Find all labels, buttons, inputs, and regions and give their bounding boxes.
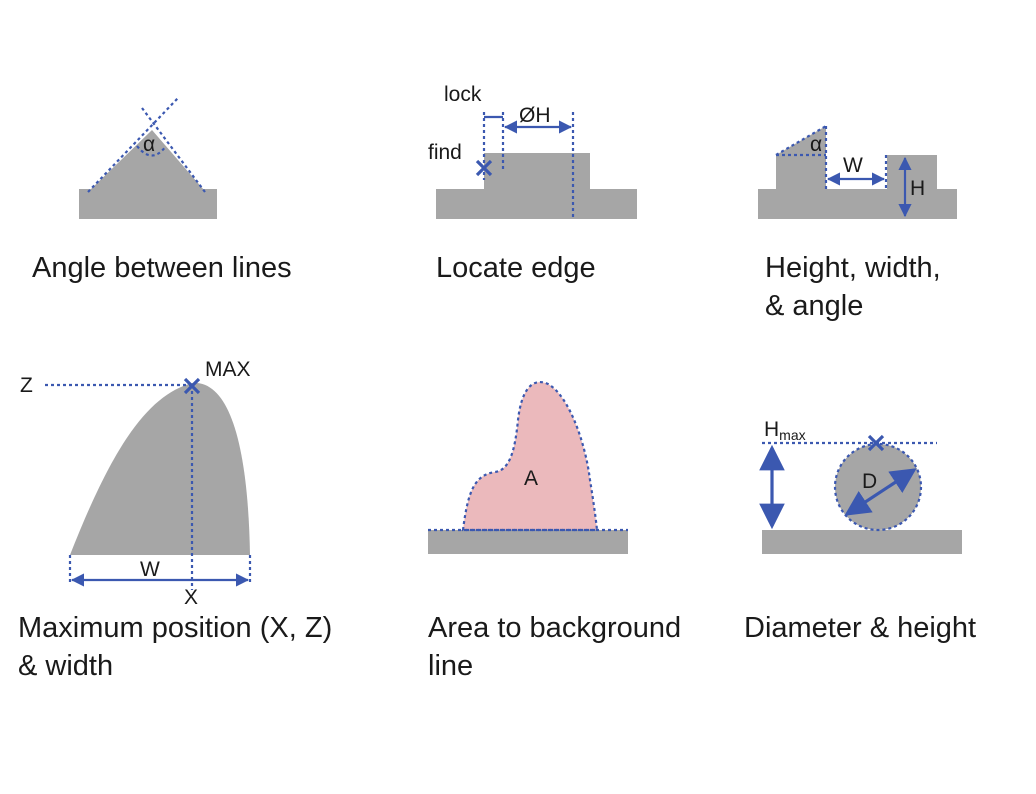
- find-cross-icon: [475, 159, 493, 177]
- panel-angle: α Angle between lines: [32, 97, 292, 284]
- h-sub: max: [779, 427, 805, 443]
- panel-hwa: α W H Height, width, & angle: [758, 125, 957, 322]
- diameter-label: ØH: [519, 104, 551, 127]
- caption-diam: Diameter & height: [744, 612, 976, 644]
- base-block: [79, 189, 217, 219]
- h-main: H: [764, 418, 779, 441]
- w-label: W: [140, 558, 160, 581]
- caption-angle: Angle between lines: [32, 252, 292, 284]
- angled-step: [776, 126, 826, 190]
- max-label: MAX: [205, 358, 251, 381]
- panel-edge: lock find ØH Locate edge: [428, 83, 637, 284]
- lock-label: lock: [444, 83, 482, 106]
- right-step: [887, 155, 937, 190]
- left-line: [87, 97, 179, 193]
- caption-area-2: line: [428, 650, 473, 682]
- caption-hwa-1: Height, width,: [765, 252, 941, 284]
- angle-slope: [775, 125, 827, 156]
- caption-area-1: Area to background: [428, 612, 681, 644]
- circle-outline: [833, 442, 923, 532]
- h-label: H: [910, 177, 925, 200]
- x-label: X: [184, 586, 198, 609]
- top-cross-icon: [867, 434, 885, 452]
- find-label: find: [428, 141, 462, 164]
- panel-area: A Area to background line: [428, 380, 681, 682]
- area-shape: [461, 380, 599, 532]
- triangle-shape: [90, 130, 204, 190]
- base-block: [762, 530, 962, 554]
- z-label: Z: [20, 374, 33, 397]
- base-block: [436, 189, 637, 219]
- base-block: [758, 189, 957, 219]
- h-label: Hmax: [764, 418, 806, 443]
- diameter-dim: [844, 468, 917, 516]
- angle-arc: [136, 145, 167, 157]
- caption-hwa-2: & angle: [765, 290, 863, 322]
- base-block: [428, 530, 628, 554]
- panel-diam: Hmax D Diameter & height: [744, 418, 976, 644]
- caption-edge: Locate edge: [436, 252, 596, 284]
- d-label: D: [862, 470, 877, 493]
- max-cross-icon: [183, 377, 201, 395]
- a-label: A: [524, 467, 538, 490]
- w-label: W: [843, 154, 863, 177]
- panel-maxpos: MAX Z W X Maximum position (X, Z) & widt…: [18, 358, 332, 682]
- alpha-label: α: [810, 133, 822, 156]
- peak-shape: [70, 382, 250, 555]
- caption-maxpos-2: & width: [18, 650, 113, 682]
- caption-maxpos-1: Maximum position (X, Z): [18, 612, 332, 644]
- alpha-label: α: [143, 133, 155, 156]
- raised-block: [484, 153, 590, 190]
